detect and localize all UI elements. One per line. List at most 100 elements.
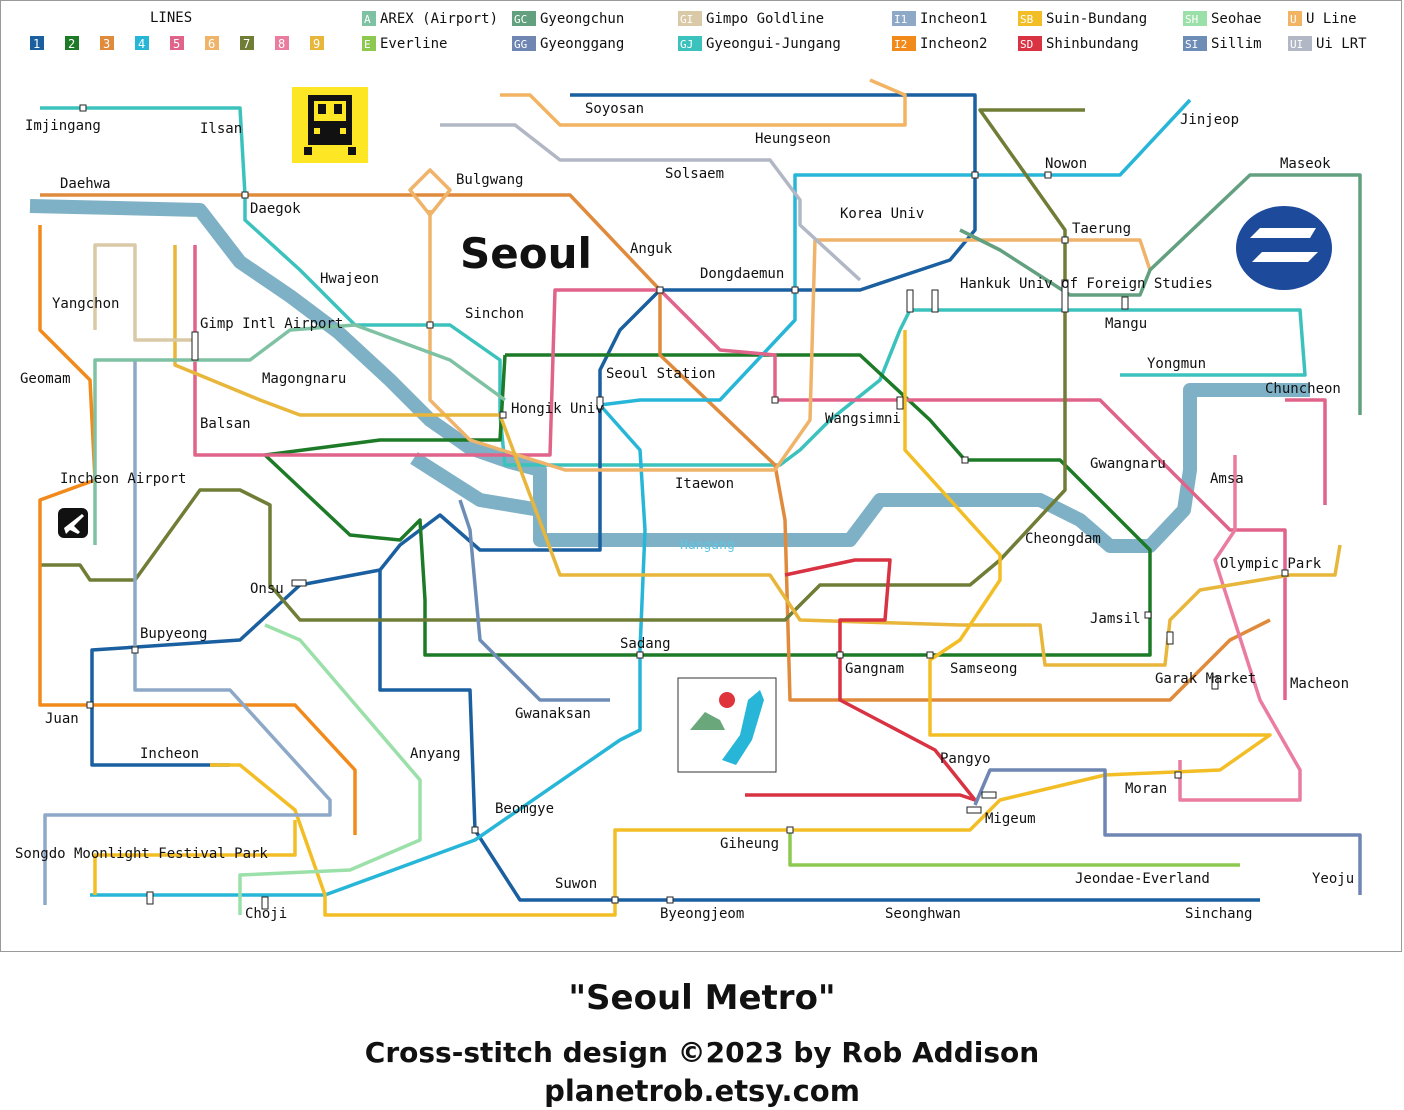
station-label: Soyosan — [585, 101, 644, 117]
station-label: Balsan — [200, 416, 251, 432]
legend-badge-sh — [1183, 11, 1207, 26]
legend-badge-i2 — [892, 36, 916, 51]
station-label: Amsa — [1210, 471, 1244, 487]
legend-badge-a — [362, 11, 376, 26]
legend-swatch-1 — [30, 36, 44, 50]
line-1-branch — [90, 568, 381, 767]
legend-swatch-label: 3 — [103, 37, 110, 51]
station-label: Maseok — [1280, 156, 1331, 172]
metro-train-icon — [292, 87, 368, 163]
line-8 — [1178, 455, 1302, 802]
legend-heading: LINES — [150, 10, 192, 26]
seoul-metro-logo-icon — [1236, 206, 1332, 290]
station-label: Sinchon — [465, 306, 524, 322]
station-label: Gwangnaru — [1090, 456, 1166, 472]
station-label: Jinjeop — [1180, 112, 1239, 128]
legend-line-name: Suin-Bundang — [1046, 11, 1147, 27]
station-label: Imjingang — [25, 118, 101, 134]
river-label: Hangang — [680, 538, 735, 553]
legend-badge-ui — [1288, 36, 1312, 51]
line-7 — [40, 108, 1085, 622]
legend-line-name: U Line — [1306, 11, 1357, 27]
legend-badge-u — [1288, 11, 1302, 26]
station-label: Suwon — [555, 876, 597, 892]
legend-badge-label: U — [1290, 13, 1297, 26]
station-label: Wangsimni — [825, 411, 901, 427]
line-9 — [173, 245, 1342, 667]
station-label: Sadang — [620, 636, 671, 652]
legend-line-name: Everline — [380, 36, 447, 52]
station-label: Anguk — [630, 241, 673, 257]
station-label: Ilsan — [200, 121, 242, 137]
legend-swatch-label: 4 — [138, 37, 145, 51]
station-label: Anyang — [410, 746, 461, 762]
legend-swatch-label: 9 — [313, 37, 320, 51]
line-arex — [93, 323, 507, 545]
station-label: Mangu — [1105, 316, 1147, 332]
line-si — [458, 499, 610, 702]
legend-badge-label: SD — [1020, 38, 1033, 51]
station-label: Macheon — [1290, 676, 1349, 692]
metro-lines — [38, 78, 1362, 917]
footer-credit: Cross-stitch design ©2023 by Rob Addison — [364, 1036, 1040, 1069]
legend-swatch-label: 2 — [68, 37, 75, 51]
line-gc — [959, 173, 1362, 415]
legend-swatch-9 — [310, 36, 324, 50]
station-label: Korea Univ — [840, 206, 924, 222]
line-4 — [90, 98, 1192, 897]
city-label: Seoul — [460, 229, 592, 278]
legend-line-name: Gyeongui-Jungang — [706, 36, 841, 52]
station-label: Migeum — [985, 811, 1036, 827]
legend-swatch-4 — [135, 36, 149, 50]
line-u — [500, 78, 907, 127]
legend-badge-e — [362, 36, 376, 51]
station-label: Seonghwan — [885, 906, 961, 922]
station-label: Nowon — [1045, 156, 1087, 172]
station-label: Incheon Airport — [60, 471, 186, 487]
seoul-city-emblem-icon — [677, 677, 777, 773]
legend-swatch-label: 7 — [243, 37, 250, 51]
legend-swatch-label: 1 — [33, 37, 40, 51]
station-label: Dongdaemun — [700, 266, 784, 282]
footer-title: "Seoul Metro" — [568, 978, 836, 1018]
legend-line-name: Gyeonggang — [540, 36, 624, 52]
station-label: Olympic Park — [1220, 556, 1322, 572]
station-label: Seoul Station — [606, 366, 716, 382]
legend-swatch-3 — [100, 36, 114, 50]
station-label: Gwanaksan — [515, 706, 591, 722]
station-label: Bulgwang — [456, 172, 523, 188]
line-sb-2 — [93, 820, 297, 895]
legend-badge-label: GJ — [680, 38, 693, 51]
line-ui — [440, 123, 862, 282]
station-label: Jeondae-Everland — [1075, 871, 1210, 887]
line-e — [788, 830, 1240, 867]
station-label: Giheung — [720, 836, 779, 852]
metro-map: Imjingang Ilsan Daehwa Daegok Bulgwang S… — [15, 10, 1367, 922]
station-label: Pangyo — [940, 751, 991, 767]
station-label: Moran — [1125, 781, 1167, 797]
legend-line-name: Gyeongchun — [540, 11, 624, 27]
legend-swatch-7 — [240, 36, 254, 50]
legend-badge-label: I1 — [894, 13, 907, 26]
legend-badge-label: GG — [514, 38, 527, 51]
station-label: Hwajeon — [320, 271, 379, 287]
station-label: Gangnam — [845, 661, 904, 677]
legend-badge-label: SH — [1185, 13, 1198, 26]
station-label: Solsaem — [665, 166, 724, 182]
legend-line-name: Ui LRT — [1316, 36, 1367, 52]
line-3 — [40, 193, 1271, 702]
legend-line-name: Sillim — [1211, 36, 1262, 52]
line-2 — [263, 353, 1152, 657]
legend-swatch-2 — [65, 36, 79, 50]
legend-badge-sb — [1018, 11, 1042, 26]
station-label: Chuncheon — [1265, 381, 1341, 397]
station-label: Onsu — [250, 581, 284, 597]
station-label: Hongik Univ — [511, 401, 604, 417]
station-label: Daehwa — [60, 176, 111, 192]
station-label: Garak Market — [1155, 671, 1256, 687]
legend-badge-label: A — [364, 13, 371, 26]
legend-swatch-8 — [275, 36, 289, 50]
line-gj — [40, 106, 1307, 467]
station-label: Beomgye — [495, 801, 554, 817]
